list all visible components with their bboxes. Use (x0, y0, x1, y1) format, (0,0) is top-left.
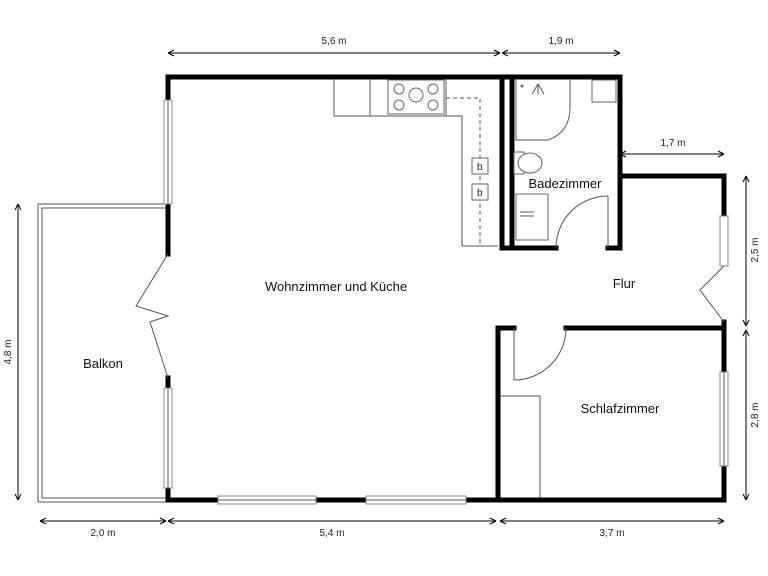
dim-bottom-bedroom: 3,7 m (599, 528, 624, 539)
room-label-bedroom: Schlafzimmer (581, 401, 660, 416)
walls (165, 74, 727, 503)
dim-bottom-living: 5,4 m (319, 528, 344, 539)
wardrobe (500, 395, 541, 498)
kitchen-counter (333, 79, 498, 247)
bathroom-fixtures (513, 79, 617, 241)
windows (163, 99, 729, 505)
dim-right-upper: 2,5 m (750, 237, 761, 262)
room-label-bathroom: Badezimmer (529, 176, 603, 191)
room-label-living-kitchen: Wohnzimmer und Küche (265, 279, 407, 294)
shower-icon (515, 193, 549, 241)
bedroom-door (513, 327, 567, 381)
svg-text:b: b (477, 162, 483, 173)
dim-bottom-balcony: 2,0 m (90, 528, 115, 539)
entrance-door (699, 265, 725, 323)
room-label-hallway: Flur (613, 276, 636, 291)
toilet-icon (513, 151, 543, 175)
room-label-balcony: Balkon (83, 356, 123, 371)
dim-left-height: 4,8 m (3, 339, 14, 364)
dim-top-right: 1,9 m (548, 36, 573, 47)
dim-right-lower: 2,8 m (750, 402, 761, 427)
dim-top-left: 5,6 m (321, 36, 346, 47)
balcony-door (135, 253, 170, 379)
stove-icon (387, 79, 445, 115)
appliance-icons: b b (471, 157, 489, 201)
dimension-lines (14, 49, 750, 525)
bathroom-door (555, 195, 609, 249)
svg-text:b: b (477, 188, 483, 199)
balcony-outline (37, 203, 167, 503)
dim-hall-extension: 1,7 m (660, 138, 685, 149)
